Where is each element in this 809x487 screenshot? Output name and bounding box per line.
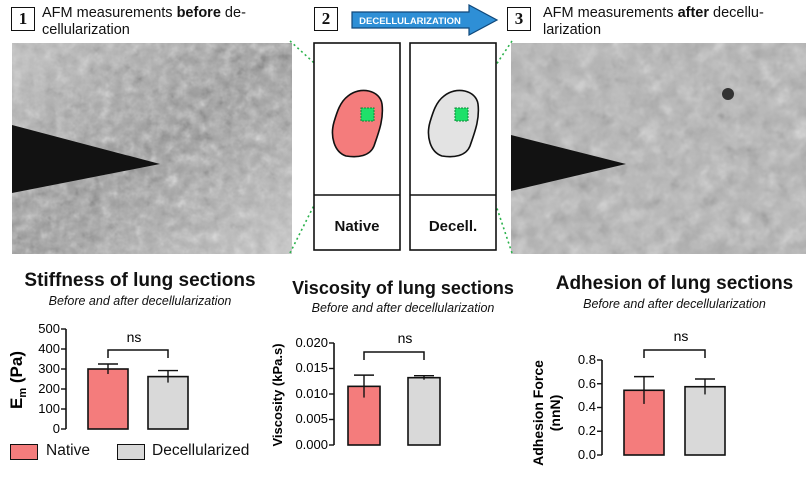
step-1-caption-line2: cellularization bbox=[42, 22, 130, 38]
native-probe-region bbox=[360, 107, 375, 122]
chart-1-subtitle: Before and after decellularization bbox=[48, 294, 232, 308]
chart-1-title: Stiffness of lung sections bbox=[24, 270, 256, 291]
decellularization-arrow-label: DECELLULARIZATION bbox=[359, 16, 461, 27]
adhesion-ytick-00: 0.0 bbox=[578, 447, 596, 462]
stiffness-bar-native bbox=[87, 368, 129, 430]
viscosity-ytick-0010: 0.010 bbox=[295, 386, 328, 401]
tissue-schematic: Native Decell. bbox=[289, 40, 513, 254]
native-tissue-shape bbox=[331, 89, 384, 158]
viscosity-ytick-0020: 0.020 bbox=[295, 335, 328, 350]
viscosity-bar-decellularized bbox=[407, 376, 441, 446]
viscosity-ytick-0005: 0.005 bbox=[295, 411, 328, 426]
stiffness-ytick-100: 100 bbox=[38, 401, 60, 416]
adhesion-bar-decellularized bbox=[684, 385, 726, 456]
step-3-caption-post: decellu- bbox=[709, 5, 764, 21]
adhesion-ylabel-line1: Adhesion Force bbox=[530, 360, 546, 466]
viscosity-significance: ns bbox=[398, 333, 413, 346]
legend-swatch-native bbox=[10, 444, 38, 460]
step-3-number: 3 bbox=[507, 7, 531, 31]
step-3-caption: AFM measurements after decellu- larizati… bbox=[543, 5, 808, 39]
micrograph-before-image bbox=[12, 43, 292, 254]
stiffness-ytick-0: 0 bbox=[53, 421, 60, 436]
chart-3-subtitle: Before and after decellularization bbox=[583, 297, 766, 311]
adhesion-ytick-04: 0.4 bbox=[578, 399, 596, 414]
chart-3-title: Adhesion of lung sections bbox=[555, 273, 794, 294]
adhesion-ylabel-line2: (nnN) bbox=[547, 395, 563, 432]
decell-panel-label: Decell. bbox=[429, 218, 477, 235]
step-2-number: 2 bbox=[314, 7, 338, 31]
chart-2-subtitle: Before and after decellularization bbox=[311, 301, 495, 315]
afm-micrograph-after bbox=[511, 43, 806, 254]
decell-tissue-shape bbox=[427, 89, 480, 158]
stiffness-bar-decellularized bbox=[147, 375, 189, 430]
stiffness-ytick-200: 200 bbox=[38, 381, 60, 396]
legend-swatch-decell bbox=[117, 444, 145, 460]
adhesion-ytick-02: 0.2 bbox=[578, 423, 596, 438]
viscosity-ytick-0000: 0.000 bbox=[295, 437, 328, 452]
decell-probe-region bbox=[454, 107, 469, 122]
step-1-caption-post: de- bbox=[220, 5, 246, 21]
adhesion-ytick-08: 0.8 bbox=[578, 352, 596, 367]
step-3-caption-line2: larization bbox=[543, 22, 602, 38]
stiffness-significance-bracket bbox=[107, 349, 169, 358]
stiffness-ytick-300: 300 bbox=[38, 361, 60, 376]
stiffness-ytick-400: 400 bbox=[38, 341, 60, 356]
adhesion-significance-bracket bbox=[643, 349, 706, 358]
afm-micrograph-before bbox=[12, 43, 292, 254]
stiffness-significance: ns bbox=[127, 329, 142, 345]
legend-label-native: Native bbox=[46, 442, 90, 459]
afm-cantilever-tip-after bbox=[511, 135, 626, 191]
step-1-caption-bold: before bbox=[176, 5, 221, 21]
legend-label-decell: Decellularized bbox=[152, 442, 250, 459]
viscosity-ylabel: Viscosity (kPa.s) bbox=[270, 343, 285, 446]
step-3-caption-bold: after bbox=[677, 5, 710, 21]
viscosity-chart: 0.020 0.015 0.010 0.005 0.000 Viscosity … bbox=[270, 333, 441, 452]
stiffness-chart: 500 400 300 200 100 0 Em (Pa) ns bbox=[7, 321, 189, 436]
adhesion-chart: 0.8 0.6 0.4 0.2 0.0 Adhesion Force (nnN)… bbox=[530, 328, 726, 466]
step-1-number: 1 bbox=[11, 7, 35, 31]
viscosity-ytick-0015: 0.015 bbox=[295, 360, 328, 375]
native-panel-label: Native bbox=[334, 218, 379, 235]
afm-cantilever-tip-before bbox=[12, 125, 160, 193]
viscosity-significance-bracket bbox=[363, 351, 425, 360]
stiffness-ylabel: Em (Pa) bbox=[7, 351, 29, 409]
chart-2-title: Viscosity of lung sections bbox=[292, 278, 514, 298]
decellularization-arrow: DECELLULARIZATION bbox=[351, 3, 499, 37]
micrograph-after-image bbox=[511, 43, 806, 254]
step-3-caption-pre: AFM measurements bbox=[543, 5, 678, 21]
adhesion-ytick-06: 0.6 bbox=[578, 376, 596, 391]
step-1-caption-pre: AFM measurements bbox=[42, 5, 177, 21]
adhesion-significance: ns bbox=[674, 328, 689, 344]
stiffness-ytick-500: 500 bbox=[38, 321, 60, 336]
step-1-caption: AFM measurements before de- cellularizat… bbox=[42, 5, 312, 39]
